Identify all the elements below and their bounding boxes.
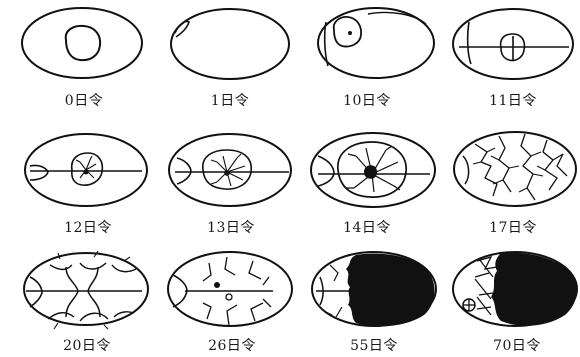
egg-sketch-d26	[145, 247, 290, 335]
stage-label-d10: 10日令	[343, 90, 391, 110]
stage-label-d12: 12日令	[64, 217, 112, 237]
stage-label-d17: 17日令	[489, 217, 537, 237]
egg-sketch-d20	[0, 247, 145, 335]
stage-label-d26: 26日令	[208, 335, 256, 355]
egg-sketch-d10	[290, 0, 435, 90]
stage-label-d20: 20日令	[63, 335, 111, 355]
egg-sketch-d1	[145, 0, 290, 90]
egg-sketch-d55	[290, 247, 435, 335]
stage-label-d70: 70日令	[493, 335, 541, 355]
stage-label-d0: 0日令	[65, 90, 103, 110]
egg-sketch-d12	[0, 122, 145, 217]
stage-label-d14: 14日令	[343, 217, 391, 237]
stage-label-d55: 55日令	[350, 335, 398, 355]
egg-sketch-d14	[290, 122, 435, 217]
egg-sketch-d70	[435, 247, 580, 335]
stage-label-d1: 1日令	[211, 90, 249, 110]
stage-label-d13: 13日令	[207, 217, 255, 237]
egg-sketch-d0	[0, 0, 145, 90]
egg-sketch-d11	[435, 0, 580, 90]
egg-sketch-d17	[435, 122, 580, 217]
stage-label-d11: 11日令	[489, 90, 537, 110]
egg-sketch-d13	[145, 122, 290, 217]
